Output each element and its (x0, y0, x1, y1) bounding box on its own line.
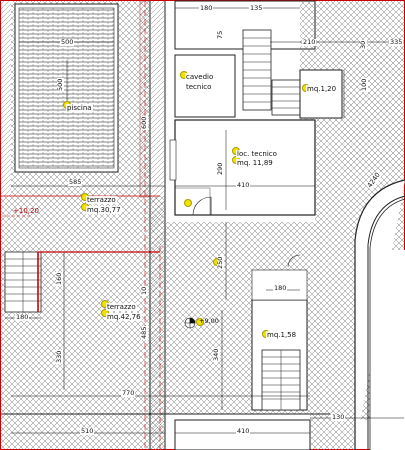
hatch-left-strip (1, 1, 11, 196)
dim-30: 30 (359, 39, 367, 50)
room-label-loc-tecnico-1: loc. tecnico (236, 150, 278, 158)
pin-door (184, 199, 192, 207)
dim-410-mid: 410 (236, 181, 251, 189)
curved-white-fill (370, 250, 405, 450)
room-loc-tecnico (174, 119, 316, 216)
dim-250: 250 (216, 255, 224, 270)
dim-330: 330 (55, 349, 63, 364)
dim-600: 600 (140, 115, 148, 130)
room-label-piscina: piscina (66, 104, 93, 112)
pin-level (196, 318, 204, 326)
level-label-center: +9,00 (199, 317, 219, 325)
dim-210: 210 (302, 38, 317, 46)
dim-pool-height: 500 (56, 77, 64, 92)
room-label-terrazzo-top-2: mq.30,77 (86, 206, 122, 214)
dim-180-left: 180 (15, 313, 30, 321)
stair-br-treads (262, 350, 300, 410)
dim-290: 290 (216, 161, 224, 176)
room-label-small-tr: mq.1,20 (306, 85, 338, 93)
room-label-cavedio-2: tecnico (185, 83, 213, 91)
dim-510: 510 (80, 427, 95, 435)
room-bottom-center (174, 419, 311, 450)
dim-335: 335 (389, 38, 404, 46)
room-label-loc-tecnico-2: mq. 11,89 (236, 159, 274, 167)
room-label-terrazzo-top-1: terrazzo (86, 196, 117, 204)
room-label-terrazzo-main-1: terrazzo (106, 303, 137, 311)
room-label-terrazzo-main-2: mq.42,76 (106, 313, 142, 321)
door-swing-box (174, 187, 211, 216)
window-left (169, 139, 177, 181)
dim-585: 585 (68, 178, 83, 186)
dim-160: 160 (55, 271, 63, 286)
dim-pool-width: 500 (60, 38, 75, 46)
room-label-cavedio-1: cavedio (185, 73, 215, 81)
axis-lines (144, 1, 161, 450)
dim-75: 75 (216, 29, 224, 40)
dim-180-top: 180 (199, 4, 214, 12)
door-arc-br (287, 254, 301, 268)
stair-top-b-treads (272, 86, 300, 109)
dim-180-mid: 180 (273, 284, 288, 292)
door-arc (192, 196, 212, 216)
dim-130: 130 (331, 413, 346, 421)
level-label-left: +10,20 (13, 207, 39, 215)
stair-left-treads (5, 252, 41, 312)
dim-10: 10 (140, 285, 148, 296)
dim-410-bottom: 410 (236, 427, 251, 435)
pool-water (18, 7, 115, 169)
stair-top-b (271, 79, 301, 116)
stair-top-treads (243, 37, 271, 103)
room-label-small-br: mq.1,58 (266, 331, 298, 339)
dim-770: 770 (121, 389, 136, 397)
curved-wall-inner (367, 195, 405, 450)
level-marker (184, 317, 196, 329)
room-small-tr (299, 69, 343, 119)
dim-135-top: 135 (249, 4, 264, 12)
dim-485: 485 (140, 325, 148, 340)
dim-340: 340 (212, 347, 220, 362)
dim-100: 100 (360, 77, 368, 92)
curved-inner-edge (369, 198, 405, 450)
